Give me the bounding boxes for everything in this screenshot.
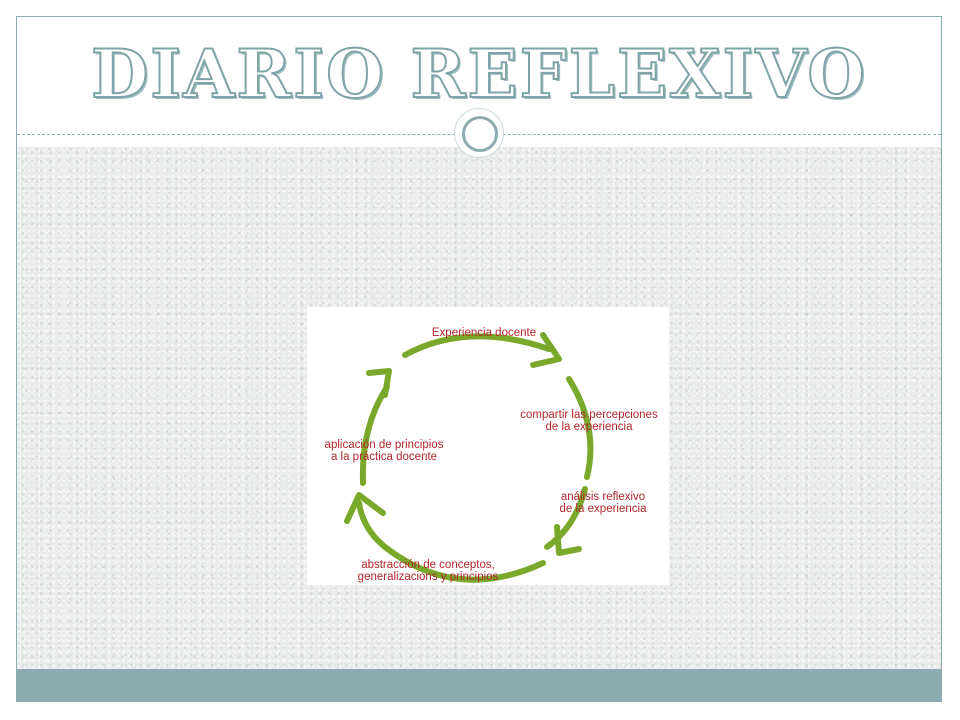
- slide-title: DIARIO REFLEXIVO: [90, 34, 867, 114]
- step-label-5: aplicación de principios a la práctica d…: [309, 439, 459, 463]
- step-4-line-2: generalizacions y principios: [357, 571, 499, 583]
- step-1-line-1: Experiencia docente: [431, 327, 537, 339]
- title-band: DIARIO REFLEXIVO: [17, 17, 941, 135]
- cycle-arrowhead-5: [366, 368, 392, 398]
- step-5-line-1: aplicación de principios: [324, 439, 444, 451]
- cycle-arrowhead-1: [530, 332, 562, 368]
- cycle-arrow-4: [356, 500, 546, 583]
- step-2-line-1: compartir las percepciones: [520, 409, 658, 421]
- slide: DIARIO REFLEXIVO: [16, 16, 942, 702]
- cycle-arrow-3: [544, 486, 588, 550]
- step-3-line-1: análisis reflexivo: [560, 491, 646, 503]
- step-label-1: Experiencia docente: [419, 327, 549, 339]
- step-label-4: abstracción de conceptos, generalizacion…: [343, 559, 513, 583]
- step-2-line-2: de la experiencia: [545, 421, 633, 433]
- footer-band: [17, 669, 941, 701]
- cycle-arrow-5: [359, 384, 390, 486]
- step-3-line-2: de la experiencia: [559, 503, 647, 515]
- reflective-cycle-diagram: Experiencia docente compartir las percep…: [307, 307, 669, 585]
- cycle-arrowhead-4: [344, 492, 386, 524]
- step-4-line-1: abstracción de conceptos,: [361, 559, 495, 571]
- step-label-2: compartir las percepciones de la experie…: [509, 409, 669, 433]
- step-label-3: análisis reflexivo de la experiencia: [543, 491, 663, 515]
- cycle-arrow-1: [402, 333, 552, 358]
- step-5-line-2: a la práctica docente: [330, 451, 438, 463]
- ring-ornament-icon: [455, 109, 503, 157]
- cycle-arrowhead-3: [554, 524, 582, 556]
- cycle-arrow-2: [566, 376, 594, 480]
- cycle-arrows: [344, 332, 594, 583]
- ring-ornament-inner: [462, 116, 498, 152]
